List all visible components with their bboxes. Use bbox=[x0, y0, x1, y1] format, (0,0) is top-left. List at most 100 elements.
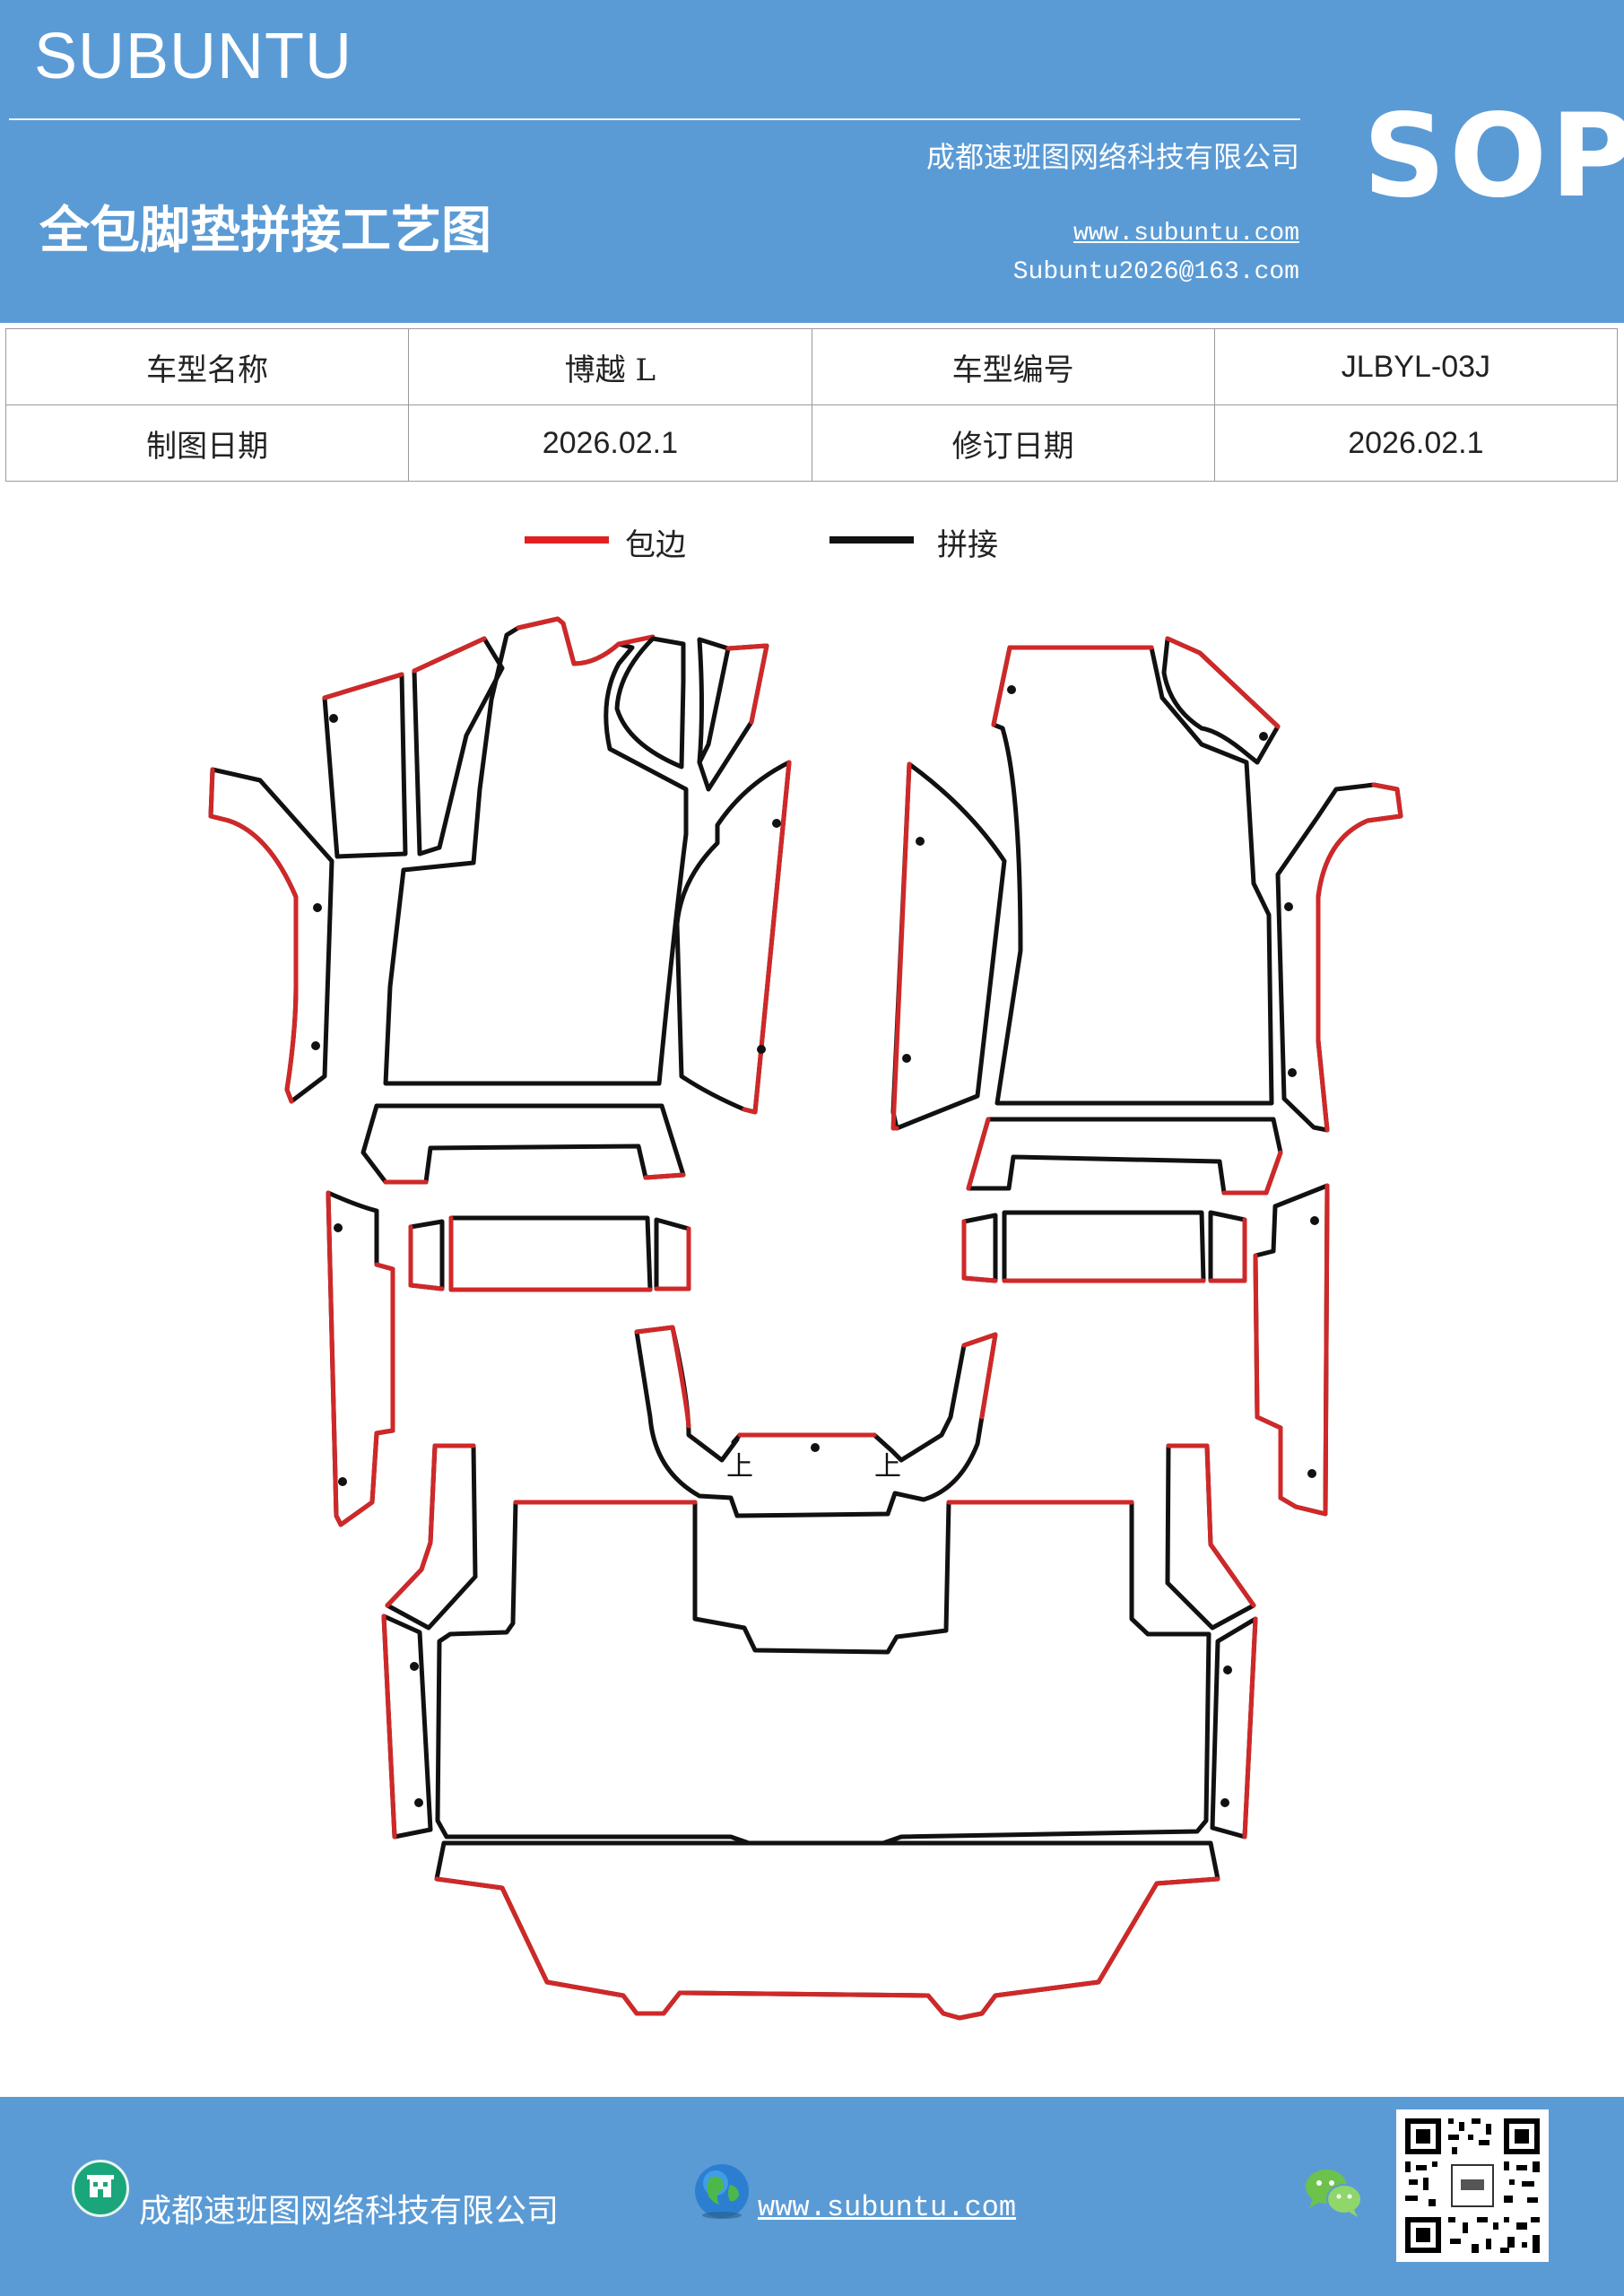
mat-piece-edge bbox=[412, 636, 487, 674]
fastener-dot bbox=[338, 1477, 347, 1486]
mat-piece-edge bbox=[654, 1226, 691, 1292]
fastener-dot bbox=[811, 1443, 820, 1452]
fastener-dot bbox=[329, 714, 338, 723]
mat-piece bbox=[448, 1215, 653, 1292]
mat-piece bbox=[966, 1117, 1283, 1196]
footer-banner: 成都速班图网络科技有限公司 www.subuntu.com bbox=[0, 2097, 1624, 2296]
front-right-pieces bbox=[890, 636, 1403, 1196]
footer-website-link[interactable]: www.subuntu.com bbox=[758, 2191, 1017, 2224]
mat-piece-edge bbox=[966, 1117, 991, 1191]
orientation-mark: 上 bbox=[726, 1451, 753, 1483]
mat-piece bbox=[697, 637, 731, 765]
header-email: Subuntu2026@163.com bbox=[1012, 258, 1299, 286]
document-title: 全包脚垫拼接工艺图 bbox=[39, 201, 491, 260]
mat-piece-edge bbox=[385, 1443, 438, 1608]
mat-piece-edge bbox=[742, 760, 792, 1115]
fastener-dot bbox=[757, 1045, 766, 1054]
mat-piece-edge bbox=[643, 1172, 686, 1180]
brand-logo-text: SUBUNTU bbox=[34, 21, 353, 92]
mat-piece-edge bbox=[448, 1215, 653, 1292]
mat-piece bbox=[412, 636, 505, 857]
fastener-dot bbox=[313, 903, 322, 912]
model-code-label: 车型编号 bbox=[811, 328, 1215, 405]
mat-piece bbox=[890, 761, 1007, 1131]
fastener-dots bbox=[311, 685, 1319, 1807]
model-name-label: 车型名称 bbox=[4, 328, 410, 405]
sop-badge: SOP bbox=[1363, 90, 1624, 223]
header-website-link[interactable]: www.subuntu.com bbox=[1073, 220, 1299, 248]
mat-piece-edge bbox=[208, 767, 299, 1104]
header-company-name: 成都速班图网络科技有限公司 bbox=[925, 140, 1299, 174]
table-row: 车型名称 博越 L 车型编号 JLBYL-03J bbox=[4, 328, 1619, 405]
mat-piece-edge bbox=[408, 1224, 445, 1292]
mat-piece bbox=[674, 760, 792, 1115]
mat-piece bbox=[654, 1217, 691, 1292]
mat-piece-edge bbox=[1316, 782, 1403, 1133]
fastener-dot bbox=[1223, 1665, 1232, 1674]
wechat-icon bbox=[1306, 2170, 1362, 2217]
fastener-dot bbox=[311, 1041, 320, 1050]
mat-piece bbox=[434, 1840, 1220, 2021]
fastener-dot bbox=[410, 1662, 419, 1671]
mat-piece-edge bbox=[516, 616, 656, 666]
mat-piece-edge bbox=[961, 1219, 998, 1283]
mat-piece bbox=[1275, 782, 1403, 1133]
mat-piece bbox=[326, 1190, 395, 1527]
header-divider bbox=[9, 118, 1300, 120]
model-name-value: 博越 L bbox=[408, 328, 812, 405]
mat-piece bbox=[360, 1103, 686, 1185]
building-icon bbox=[72, 2160, 129, 2217]
mat-piece-edge bbox=[725, 643, 769, 725]
mat-piece-edge bbox=[381, 1613, 397, 1839]
globe-icon bbox=[695, 2164, 749, 2219]
mat-piece-edge bbox=[634, 1325, 691, 1429]
footer-company-name: 成都速班图网络科技有限公司 bbox=[139, 2193, 560, 2230]
middle-strips bbox=[326, 1183, 1330, 1527]
legend-label-edge: 包边 bbox=[625, 527, 686, 563]
mat-piece bbox=[991, 645, 1274, 1106]
legend-swatch-edge bbox=[525, 536, 609, 544]
revision-date-value: 2026.02.1 bbox=[1213, 404, 1619, 482]
fastener-dot bbox=[1310, 1216, 1319, 1225]
mat-piece-edge bbox=[961, 1332, 998, 1420]
legend-label-seam: 拼接 bbox=[937, 527, 998, 563]
mat-piece-edge bbox=[1208, 1217, 1247, 1283]
mat-piece bbox=[322, 672, 408, 859]
fastener-dot bbox=[916, 837, 925, 846]
qr-code[interactable] bbox=[1396, 2109, 1549, 2262]
fastener-dot bbox=[902, 1054, 911, 1063]
fastener-dot bbox=[414, 1798, 423, 1807]
model-code-value: JLBYL-03J bbox=[1213, 328, 1619, 405]
fastener-dot bbox=[1307, 1469, 1316, 1478]
mat-piece bbox=[697, 643, 769, 792]
mat-piece bbox=[634, 1325, 998, 1518]
mat-piece bbox=[1002, 1210, 1206, 1283]
mat-piece bbox=[1161, 636, 1281, 765]
mat-piece bbox=[614, 636, 686, 770]
mat-piece bbox=[408, 1219, 445, 1292]
mat-piece-edge bbox=[1221, 1150, 1283, 1196]
mat-piece-edge bbox=[1242, 1616, 1258, 1839]
table-row: 制图日期 2026.02.1 修订日期 2026.02.1 bbox=[4, 404, 1619, 482]
mat-piece-edge bbox=[1166, 1443, 1256, 1608]
fastener-dot bbox=[1284, 902, 1293, 911]
mat-piece-edge bbox=[890, 761, 912, 1131]
fastener-dot bbox=[334, 1223, 343, 1232]
revision-date-label: 修订日期 bbox=[811, 404, 1215, 482]
fastener-dot bbox=[1288, 1068, 1297, 1077]
orientation-mark: 上 bbox=[874, 1451, 901, 1483]
fastener-dot bbox=[1220, 1798, 1229, 1807]
mat-piece-edge bbox=[991, 645, 1154, 727]
mat-piece-edge bbox=[326, 1190, 395, 1527]
front-left-pieces bbox=[208, 616, 792, 1185]
mat-piece-edge bbox=[434, 1876, 1220, 2021]
mat-piece bbox=[961, 1213, 998, 1283]
fastener-dot bbox=[1259, 732, 1268, 741]
mat-piece-edge bbox=[322, 672, 404, 700]
rear-pieces bbox=[381, 1325, 1258, 2021]
fastener-dot bbox=[772, 819, 781, 828]
mat-piece-edge bbox=[1253, 1183, 1330, 1517]
draw-date-label: 制图日期 bbox=[4, 404, 410, 482]
mat-piece bbox=[1208, 1210, 1247, 1283]
